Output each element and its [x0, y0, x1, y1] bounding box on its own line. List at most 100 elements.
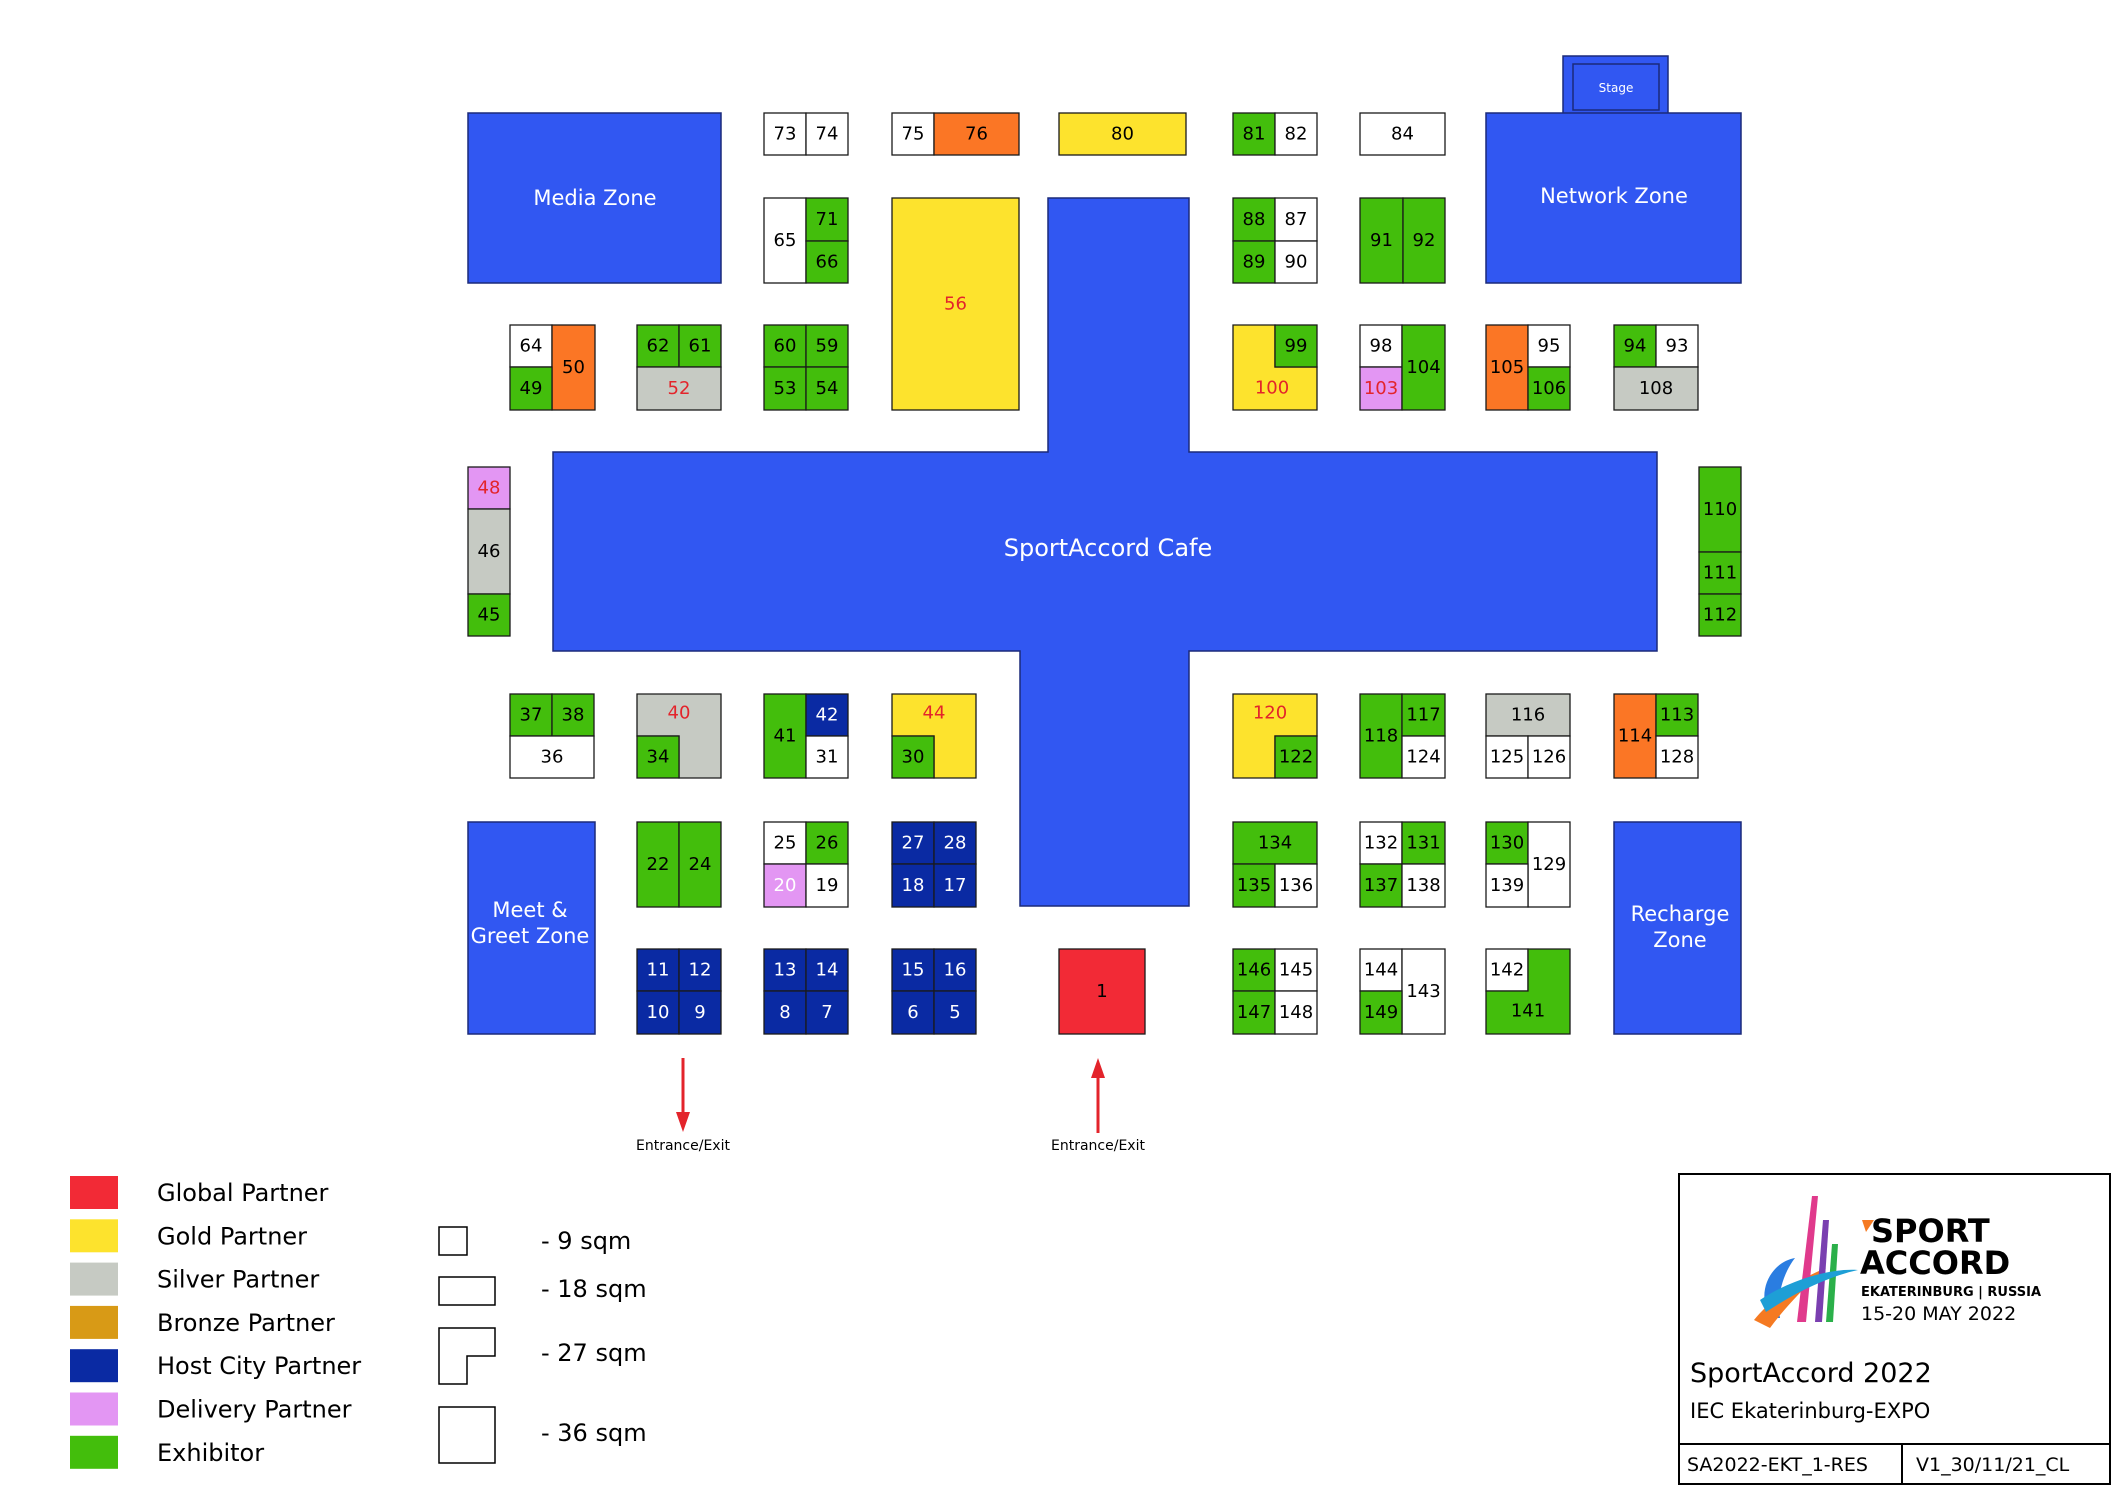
booth-31[interactable] [805, 735, 849, 779]
booth-105[interactable] [1485, 324, 1529, 411]
entrance-label-right[interactable]: Entrance/Exit [1051, 1138, 1145, 1154]
booth-88[interactable] [1232, 197, 1276, 242]
booth-137[interactable] [1359, 863, 1403, 908]
booth-75[interactable] [891, 112, 935, 156]
booth-65[interactable] [763, 197, 807, 284]
booth-128[interactable] [1655, 735, 1699, 779]
stage[interactable] [1572, 63, 1660, 111]
entrance-label-left[interactable]: Entrance/Exit [636, 1138, 730, 1154]
booth-7[interactable] [805, 990, 849, 1035]
booth-25[interactable] [763, 821, 807, 865]
legend-swatch-0 [70, 1176, 118, 1209]
booth-9[interactable] [678, 990, 722, 1035]
booth-112[interactable] [1698, 593, 1742, 637]
booth-74[interactable] [805, 112, 849, 156]
booth-139-label: 139 [1490, 875, 1524, 896]
booth-143[interactable] [1401, 948, 1446, 1035]
booth-11[interactable] [636, 948, 680, 992]
booth-149[interactable] [1359, 990, 1403, 1035]
booth-59[interactable] [805, 324, 849, 368]
booth-144[interactable] [1359, 948, 1403, 992]
booth-49[interactable] [509, 366, 553, 411]
booth-87[interactable] [1274, 197, 1318, 242]
booth-146[interactable] [1232, 948, 1276, 992]
booth-131[interactable] [1401, 821, 1446, 865]
booth-45[interactable] [467, 593, 511, 637]
booth-6[interactable] [891, 990, 935, 1035]
booth-8[interactable] [763, 990, 807, 1035]
booth-20-label: 20 [774, 875, 797, 896]
booth-124[interactable] [1401, 735, 1446, 779]
booth-34[interactable] [636, 735, 680, 779]
booth-92[interactable] [1402, 197, 1446, 284]
booth-139[interactable] [1485, 863, 1529, 908]
booth-118[interactable] [1359, 693, 1403, 779]
booth-19[interactable] [805, 863, 849, 908]
recharge-zone[interactable] [1613, 821, 1742, 1035]
booth-98[interactable] [1359, 324, 1403, 368]
booth-129[interactable] [1527, 821, 1571, 908]
booth-46[interactable] [467, 508, 511, 595]
booth-14[interactable] [805, 948, 849, 992]
booth-148[interactable] [1274, 990, 1318, 1035]
booth-22[interactable] [636, 821, 680, 908]
booth-134[interactable] [1232, 821, 1318, 865]
booth-82[interactable] [1274, 112, 1318, 156]
network-zone[interactable] [1485, 112, 1742, 284]
booth-113[interactable] [1655, 693, 1699, 737]
booth-76[interactable] [933, 112, 1020, 156]
booth-5[interactable] [933, 990, 977, 1035]
booth-28[interactable] [933, 821, 977, 865]
booth-48[interactable] [467, 466, 511, 510]
booth-54[interactable] [805, 366, 849, 411]
booth-50[interactable] [551, 324, 596, 411]
booth-104[interactable] [1401, 324, 1446, 411]
booth-114[interactable] [1613, 693, 1657, 779]
booth-24[interactable] [678, 821, 722, 908]
booth-90[interactable] [1274, 240, 1318, 284]
booth-103[interactable] [1359, 366, 1403, 411]
booth-108[interactable] [1613, 366, 1699, 411]
booth-125[interactable] [1485, 735, 1529, 779]
booth-53[interactable] [763, 366, 807, 411]
booth-117[interactable] [1401, 693, 1446, 737]
booth-106[interactable] [1527, 366, 1571, 411]
booth-20[interactable] [763, 863, 807, 908]
booth-84[interactable] [1359, 112, 1446, 156]
booth-36[interactable] [509, 735, 595, 779]
booth-22-label: 22 [647, 854, 670, 875]
booth-111[interactable] [1698, 551, 1742, 595]
legend-label-6: Exhibitor [157, 1439, 264, 1467]
booth-141[interactable] [1485, 948, 1571, 1035]
booth-135[interactable] [1232, 863, 1276, 908]
booth-116[interactable] [1485, 693, 1571, 737]
booth-99[interactable] [1274, 324, 1318, 368]
booth-93[interactable] [1655, 324, 1699, 368]
booth-122[interactable] [1274, 735, 1318, 779]
booth-26[interactable] [805, 821, 849, 865]
booth-143-label: 143 [1406, 981, 1440, 1002]
booth-41[interactable] [763, 693, 807, 779]
booth-95-label: 95 [1538, 336, 1561, 357]
sportaccord-cafe[interactable] [552, 197, 1658, 907]
booth-136[interactable] [1274, 863, 1318, 908]
booth-56[interactable] [891, 197, 1020, 411]
booth-17[interactable] [933, 863, 977, 908]
booth-75-label: 75 [902, 124, 925, 145]
meet-greet-zone[interactable] [467, 821, 596, 1035]
booth-66[interactable] [805, 240, 849, 284]
booth-80[interactable] [1058, 112, 1187, 156]
booth-52[interactable] [636, 366, 722, 411]
booth-126[interactable] [1527, 735, 1571, 779]
booth-126-label: 126 [1532, 747, 1566, 768]
media-zone[interactable] [467, 112, 722, 284]
booth-38[interactable] [551, 693, 595, 737]
booth-61[interactable] [678, 324, 722, 368]
booth-147[interactable] [1232, 990, 1276, 1035]
booth-138[interactable] [1401, 863, 1446, 908]
booth-10[interactable] [636, 990, 680, 1035]
booth-94[interactable] [1613, 324, 1657, 368]
booth-30[interactable] [891, 735, 935, 779]
booth-1[interactable] [1058, 948, 1146, 1035]
booth-18[interactable] [891, 863, 935, 908]
